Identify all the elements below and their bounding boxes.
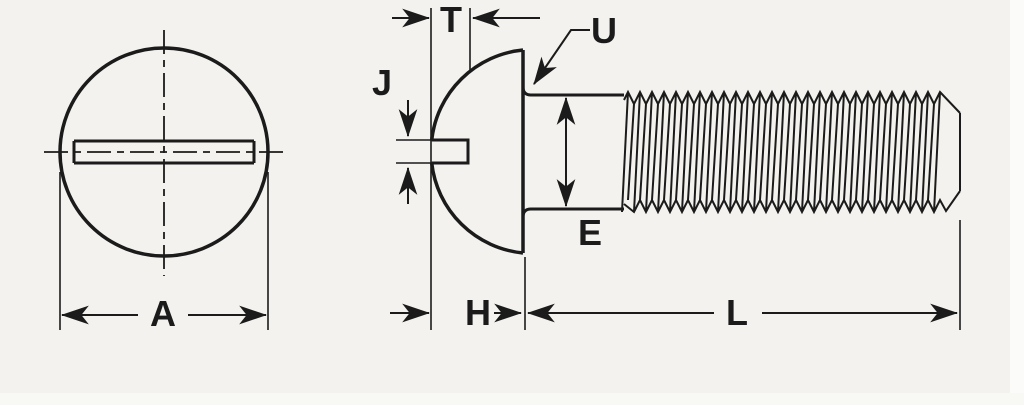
dim-label-head-diameter: A [150, 293, 176, 334]
shank-outline [521, 86, 624, 218]
front-view: A [44, 30, 286, 334]
scan-edge-artifact [1010, 0, 1024, 405]
head-dome-outline [429, 48, 524, 255]
side-view: T J U E H L [372, 0, 961, 333]
threads [621, 89, 961, 215]
dim-label-screw-length: L [726, 292, 748, 333]
dim-label-slot-depth: T [440, 0, 462, 40]
scan-edge-artifact [0, 393, 1024, 405]
dim-label-slot-width: J [372, 62, 392, 103]
head-outline-circle [58, 46, 270, 258]
slot-front [72, 139, 256, 165]
dim-label-head-height: H [465, 292, 491, 333]
dim-label-body-diameter: E [578, 212, 602, 253]
leader-arrow-U [533, 29, 590, 85]
extension-line-slot-width [396, 139, 432, 164]
dim-label-underhead-fillet: U [591, 10, 617, 51]
slot-side-notch [431, 138, 470, 165]
